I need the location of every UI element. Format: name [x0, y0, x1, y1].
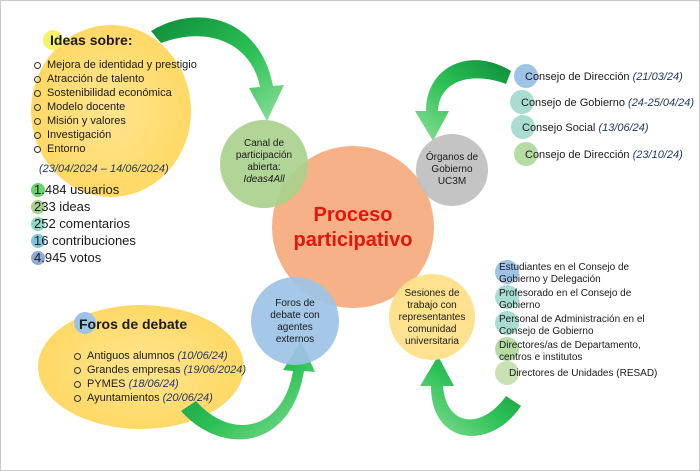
estudiantes-dot: [495, 285, 519, 309]
list-item: Mejora de identidad y prestigio: [31, 58, 221, 72]
consejo-item: Consejo Social (13/06/24): [522, 122, 649, 134]
canal-node: [220, 120, 308, 208]
stat-dot: [31, 251, 45, 265]
ideas-blob: [31, 25, 191, 197]
list-item: Sostenibilidad económica: [31, 86, 221, 100]
arrow-ideas-to-canal: [151, 17, 284, 121]
list-item: Atracción de talento: [31, 72, 221, 86]
ideas-dates: (23/04/2024 – 14/06/2024): [39, 163, 169, 175]
ideas-stats: 1.484 usuarios 233 ideas 252 comentarios…: [34, 181, 136, 266]
representantes-item: Personal de Administración en el Consejo…: [499, 314, 645, 337]
list-item: Entorno: [31, 142, 221, 156]
stat-ideas: 233 ideas: [34, 199, 91, 214]
list-item: Investigación: [31, 128, 221, 142]
list-item: Antiguos alumnos (10/06/24): [71, 349, 281, 363]
estudiantes-dot: [495, 311, 519, 335]
representantes-item: Estudiantes en el Consejo de Gobierno y …: [499, 262, 630, 285]
arrow-estudiantes-to-sesiones: [420, 356, 521, 436]
stat-comments: 252 comentarios: [34, 216, 131, 231]
consejo-dot: [514, 64, 538, 88]
list-item: PYMES (18/06/24): [71, 377, 281, 391]
representantes-item: Profesorado en el Consejo de Gobierno: [499, 288, 632, 311]
ideas-title-dot: [43, 30, 63, 50]
consejo-dot: [511, 115, 535, 139]
stat-dot: [31, 183, 45, 197]
representantes-item: Directores/as de Departamento, centros e…: [499, 340, 641, 363]
estudiantes-dot: [495, 260, 519, 284]
sesiones-node: [389, 274, 475, 360]
externos-node: [251, 277, 339, 365]
stat-votes: 4.945 votos: [34, 250, 102, 265]
organos-node: [416, 134, 488, 206]
stat-dot: [31, 200, 45, 214]
externos-label: Foros de debate con agentes externos: [270, 298, 320, 345]
consejo-dot: [514, 142, 538, 166]
center-title: Proceso participativo: [293, 204, 413, 251]
consejo-dot: [510, 90, 534, 114]
estudiantes-dot: [495, 337, 519, 361]
foros-blob: [38, 305, 244, 429]
sesiones-label: Sesiones de trabajo con representantes c…: [398, 288, 466, 347]
ideas-title: Ideas sobre:: [50, 32, 133, 48]
center-node: [272, 146, 434, 308]
stat-contributions: 16 contribuciones: [34, 233, 136, 248]
foros-title-dot: [74, 312, 96, 334]
stat-users: 1.484 usuarios: [34, 182, 120, 197]
ideas-list: Mejora de identidad y prestigio Atracció…: [31, 58, 221, 156]
stat-dot: [31, 217, 45, 231]
foros-title: Foros de debate: [79, 316, 188, 332]
arrow-foros-to-externos: [181, 341, 315, 440]
consejo-item: Consejo de Dirección (23/10/24): [525, 149, 683, 161]
list-item: Modelo docente: [31, 100, 221, 114]
organos-label: Órganos de Gobierno UC3M: [425, 152, 479, 187]
list-item: Misión y valores: [31, 114, 221, 128]
list-item: Grandes empresas (19/06/2024): [71, 363, 281, 377]
foros-list: Antiguos alumnos (10/06/24) Grandes empr…: [71, 349, 281, 405]
arrow-consejos-to-organos: [415, 60, 511, 141]
consejo-item: Consejo de Gobierno (24-25/04/24): [521, 97, 695, 109]
representantes-item: Directores de Unidades (RESAD): [509, 368, 658, 379]
canal-label: Canal de participación abierta: Ideas4Al…: [235, 138, 293, 185]
stat-dot: [31, 234, 45, 248]
list-item: Ayuntamientos (20/06/24): [71, 391, 281, 405]
consejo-item: Consejo de Dirección (21/03/24): [525, 71, 683, 83]
estudiantes-dot: [495, 361, 519, 385]
